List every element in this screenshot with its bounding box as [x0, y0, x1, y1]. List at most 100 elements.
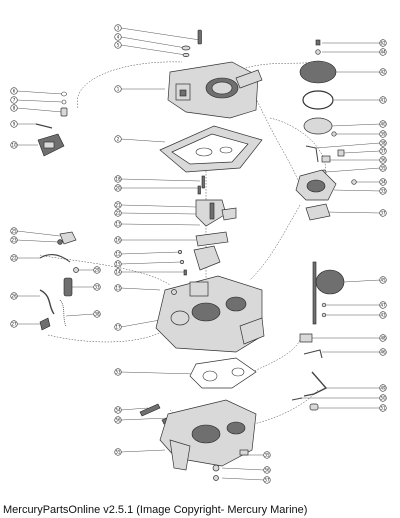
callout-circle — [114, 368, 122, 376]
callout-circle — [379, 301, 387, 309]
callout-circle — [379, 276, 387, 284]
callout-number: 1 — [117, 87, 120, 92]
callout-circle — [379, 178, 387, 186]
callout-circle — [10, 236, 18, 244]
callout-number: 48 — [380, 336, 386, 341]
callout-25: 25 — [10, 227, 18, 235]
callout-circle — [114, 236, 122, 244]
callout-number: 22 — [115, 211, 121, 216]
callout-62: 62 — [379, 39, 387, 47]
callout-circle — [379, 187, 387, 195]
callout-circle — [114, 284, 122, 292]
callout-number: 50 — [380, 396, 386, 401]
callout-number: 44 — [380, 50, 386, 55]
callout-circle — [379, 348, 387, 356]
callout-number: 16 — [115, 238, 121, 243]
callout-circle — [10, 120, 18, 128]
callout-number: 51 — [380, 406, 386, 411]
callout-56: 56 — [263, 466, 271, 474]
callout-37: 37 — [379, 209, 387, 217]
callout-number: 21 — [115, 203, 121, 208]
callout-number: 14 — [115, 270, 121, 275]
callout-circle — [93, 283, 101, 291]
callout-circle — [10, 141, 18, 149]
callout-1: 1 — [114, 85, 122, 93]
throttle-body-gasket — [189, 357, 257, 389]
callout-circle — [10, 254, 18, 262]
callout-6: 6 — [10, 87, 18, 95]
throttle-body — [159, 399, 257, 481]
callout-43: 43 — [379, 311, 387, 319]
choke-shaft-parts — [312, 261, 345, 325]
callout-15: 15 — [114, 260, 122, 268]
callout-number: 18 — [115, 177, 121, 182]
callout-49: 49 — [379, 384, 387, 392]
callout-number: 47 — [380, 303, 386, 308]
callout-number: 4 — [117, 35, 120, 40]
callout-circle — [114, 41, 122, 49]
callout-circle — [379, 164, 387, 172]
callout-16: 16 — [114, 236, 122, 244]
callout-number: 62 — [380, 41, 386, 46]
callout-22: 22 — [10, 254, 18, 262]
callout-40: 40 — [379, 120, 387, 128]
callout-circle — [379, 311, 387, 319]
callout-57: 57 — [263, 476, 271, 484]
callout-number: 13 — [115, 222, 121, 227]
callout-33: 33 — [93, 283, 101, 291]
callout-number: 26 — [11, 294, 17, 299]
callout-38: 38 — [379, 139, 387, 147]
callout-13: 13 — [114, 284, 122, 292]
callout-number: 15 — [115, 262, 121, 267]
callout-48: 48 — [379, 334, 387, 342]
callout-circle — [114, 260, 122, 268]
callout-circle — [379, 147, 387, 155]
callout-circle — [10, 87, 18, 95]
callout-number: 3 — [117, 26, 120, 31]
callout-number: 12 — [115, 252, 121, 257]
callout-47: 47 — [379, 301, 387, 309]
callout-number: 49 — [380, 386, 386, 391]
callout-number: 54 — [115, 408, 121, 413]
callout-29: 29 — [93, 266, 101, 274]
callout-circle — [379, 68, 387, 76]
callout-number: 17 — [115, 325, 121, 330]
callout-circle — [114, 209, 122, 217]
callout-circle — [114, 448, 122, 456]
callout-23: 23 — [10, 236, 18, 244]
callout-2: 2 — [114, 135, 122, 143]
callout-circle — [379, 48, 387, 56]
callout-circle — [114, 24, 122, 32]
callout-number: 25 — [11, 229, 17, 234]
callout-number: 29 — [94, 268, 100, 273]
callout-circle — [114, 184, 122, 192]
callout-number: 37 — [380, 149, 386, 154]
callout-54: 54 — [114, 406, 122, 414]
choke-housing-parts — [295, 131, 357, 221]
callout-number: 39 — [380, 132, 386, 137]
callout-4: 4 — [114, 33, 122, 41]
callout-number: 37 — [380, 211, 386, 216]
callout-7: 7 — [10, 96, 18, 104]
callout-18: 18 — [114, 175, 122, 183]
callout-circle — [10, 96, 18, 104]
callout-circle — [379, 156, 387, 164]
callout-circle — [379, 404, 387, 412]
callout-number: 43 — [380, 313, 386, 318]
callout-39: 39 — [379, 130, 387, 138]
callout-number: 34 — [380, 180, 386, 185]
callout-circle — [379, 120, 387, 128]
callout-number: 5 — [117, 43, 120, 48]
callout-number: 8 — [13, 106, 16, 111]
callout-number: 13 — [115, 286, 121, 291]
callout-51: 51 — [379, 404, 387, 412]
callout-circle — [379, 334, 387, 342]
callout-circle — [379, 130, 387, 138]
choke-linkage-parts — [178, 175, 237, 276]
callout-33: 33 — [379, 187, 387, 195]
callout-markers: 3451267891018202122131612151413172523222… — [10, 24, 387, 484]
callout-circle — [93, 310, 101, 318]
callout-number: 40 — [380, 122, 386, 127]
callout-number: 23 — [11, 238, 17, 243]
callout-number: 9 — [13, 122, 16, 127]
